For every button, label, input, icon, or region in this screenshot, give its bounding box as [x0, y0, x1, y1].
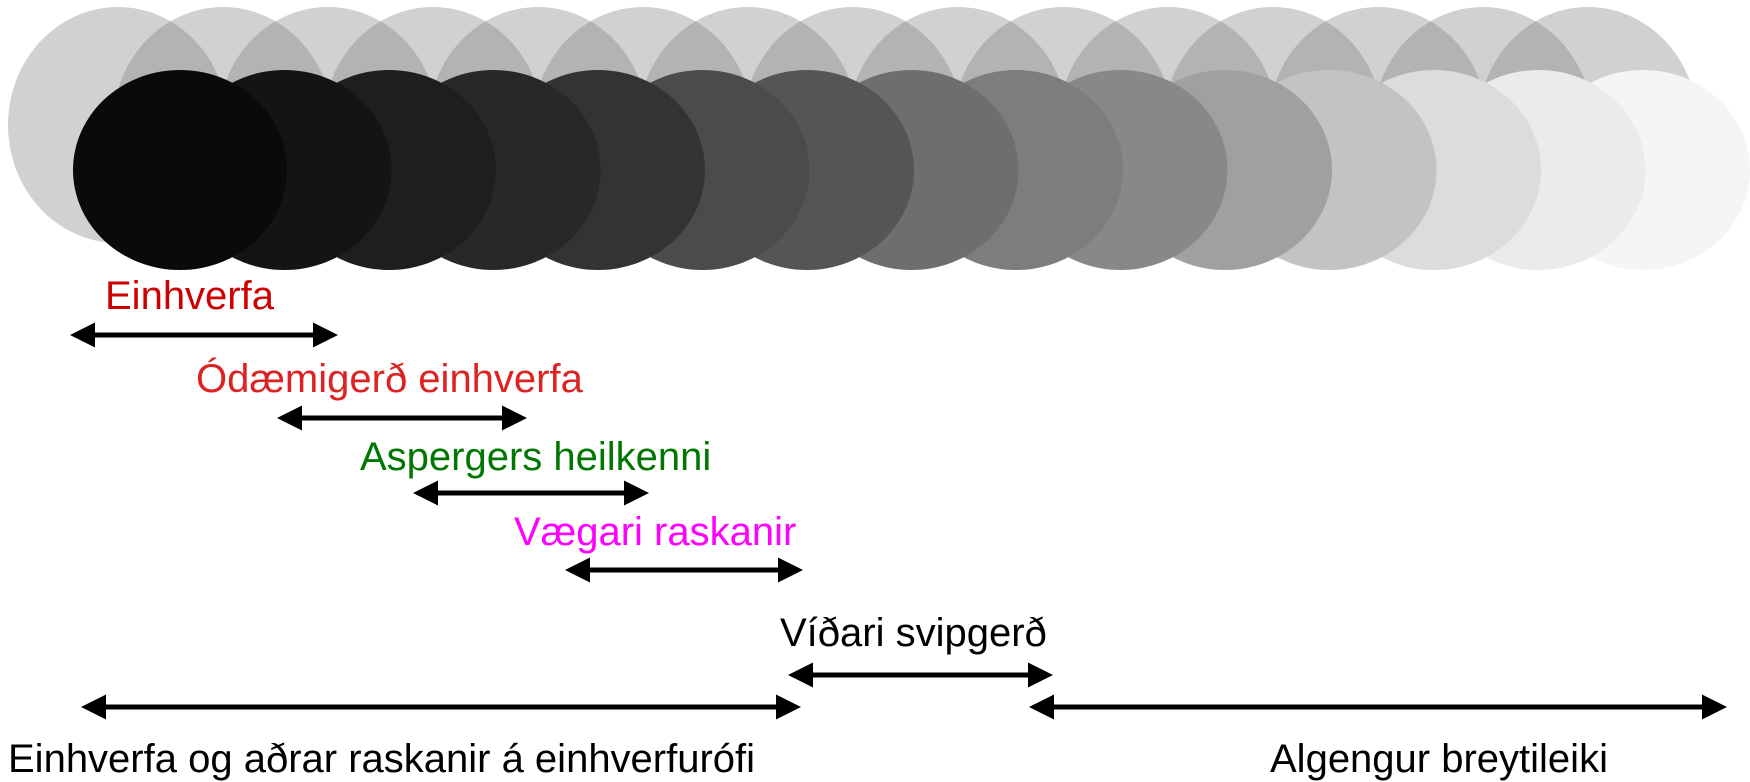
gradient-front-circles [73, 70, 1750, 270]
asperger-label: Aspergers heilkenni [360, 435, 711, 479]
autism-label: Einhverfa [105, 274, 275, 318]
milder-disorders-label: Vægari raskanir [514, 510, 796, 554]
broader-phenotype-label: Víðari svipgerð [780, 611, 1047, 655]
spectrum-label: Einhverfa og aðrar raskanir á einhverfur… [8, 737, 755, 781]
atypical-autism-label: Ódæmigerð einhverfa [196, 356, 584, 401]
front-gradient-circle [73, 70, 287, 270]
common-variation-label: Algengur breytileiki [1270, 737, 1608, 781]
